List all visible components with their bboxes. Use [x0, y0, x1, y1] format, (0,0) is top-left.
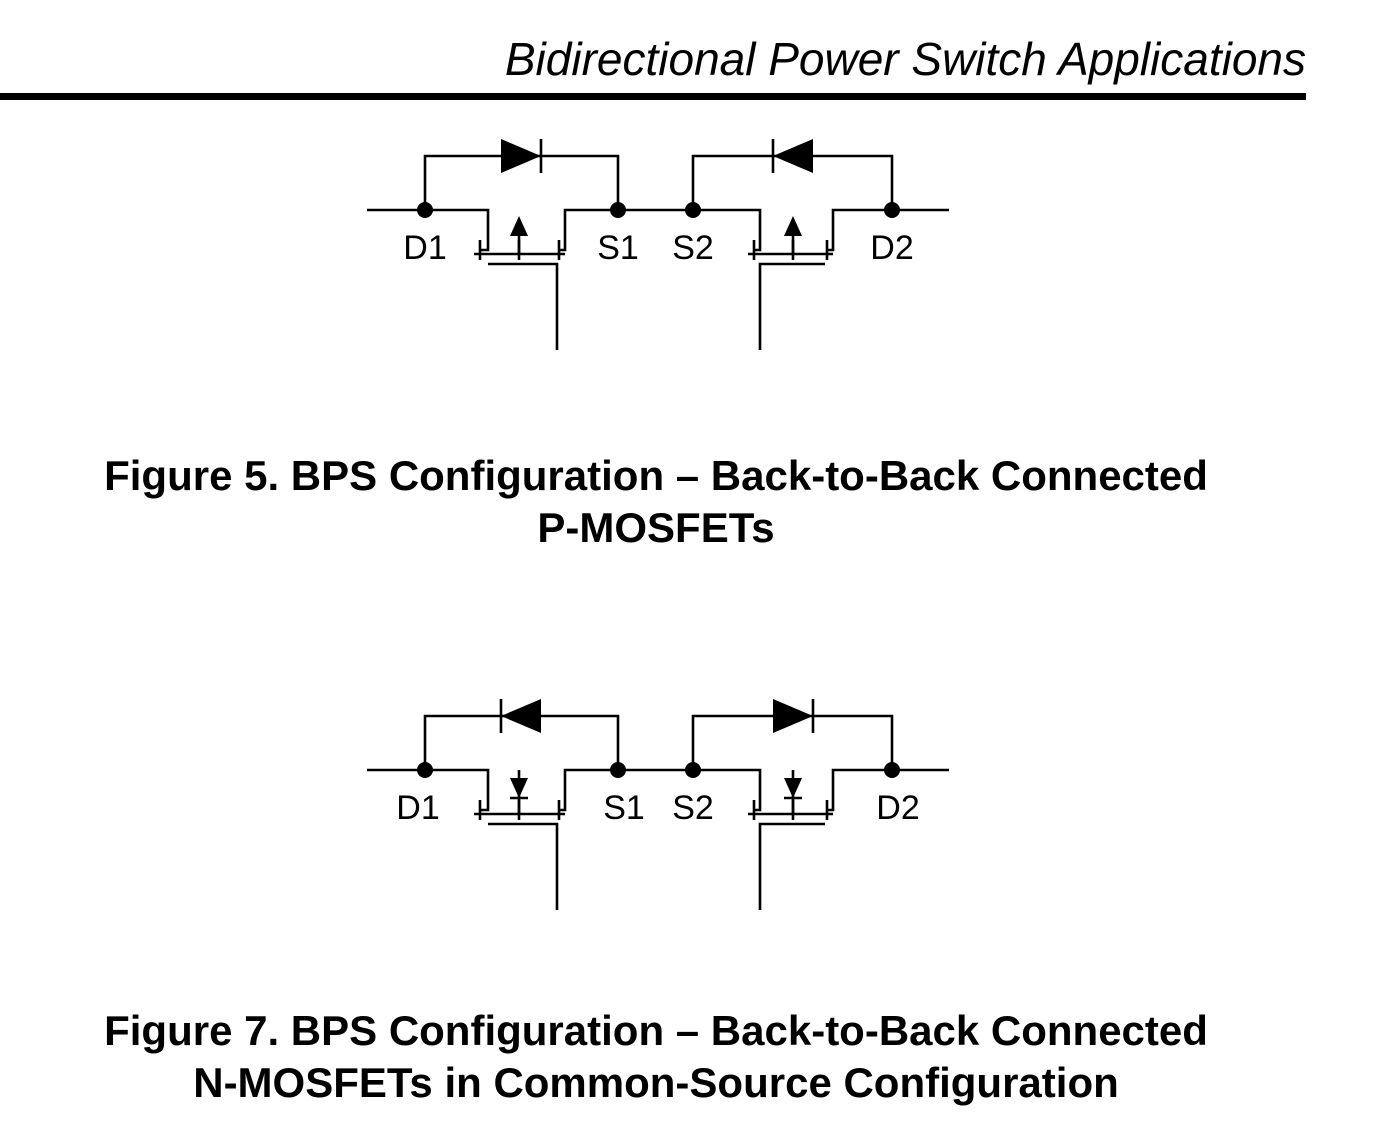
diode2-triangle	[773, 699, 813, 733]
mosfet2-gate	[758, 262, 825, 350]
mosfet1-gate	[488, 822, 559, 910]
figure-7-caption-line1: Figure 7. BPS Configuration – Back-to-Ba…	[104, 1007, 1208, 1054]
diode1-triangle	[501, 139, 541, 173]
figure-5-caption: Figure 5. BPS Configuration – Back-to-Ba…	[0, 450, 1312, 554]
node-s2	[685, 202, 701, 218]
diode1-triangle	[501, 699, 541, 733]
mosfet2-gate	[758, 822, 825, 910]
header-rule	[0, 93, 1306, 100]
figure-7-caption-line2: N-MOSFETs in Common-Source Configuration	[193, 1059, 1119, 1106]
pin-label-d1: D1	[403, 229, 446, 267]
mosfet1-gate	[488, 262, 559, 350]
node-s1	[610, 202, 626, 218]
pin-label-d2: D2	[870, 229, 913, 267]
figure-5-caption-line1: Figure 5. BPS Configuration – Back-to-Ba…	[104, 452, 1208, 499]
mosfet2-arrow	[784, 216, 802, 236]
diode2-triangle	[773, 139, 813, 173]
pin-label-d2: D2	[876, 789, 919, 827]
rail-middle	[559, 208, 762, 252]
mosfet2-arrow	[784, 778, 802, 798]
rail-middle	[559, 768, 762, 812]
pin-label-d1: D1	[396, 789, 439, 827]
pin-label-s2: S2	[672, 789, 714, 827]
mosfet1-arrow	[510, 778, 528, 798]
figure-7-schematic: D1 S1 S2 D2	[367, 699, 949, 910]
node-d2	[884, 762, 900, 778]
mosfet1-arrow	[510, 216, 528, 236]
figure-5-caption-line2: P-MOSFETs	[537, 504, 775, 551]
page-header-title: Bidirectional Power Switch Applications	[504, 33, 1306, 85]
figure-7-caption: Figure 7. BPS Configuration – Back-to-Ba…	[0, 1005, 1312, 1109]
node-d2	[884, 202, 900, 218]
node-d1	[417, 202, 433, 218]
pin-label-s1: S1	[603, 789, 645, 827]
figure-5-diagram: D1 S1 S2 D2	[360, 128, 960, 358]
pin-label-s2: S2	[672, 229, 714, 267]
node-s1	[610, 762, 626, 778]
figure-7-diagram: D1 S1 S2 D2	[360, 688, 960, 918]
node-s2	[685, 762, 701, 778]
pin-label-s1: S1	[597, 229, 639, 267]
node-d1	[417, 762, 433, 778]
figure-5-schematic: D1 S1 S2 D2	[367, 139, 949, 350]
